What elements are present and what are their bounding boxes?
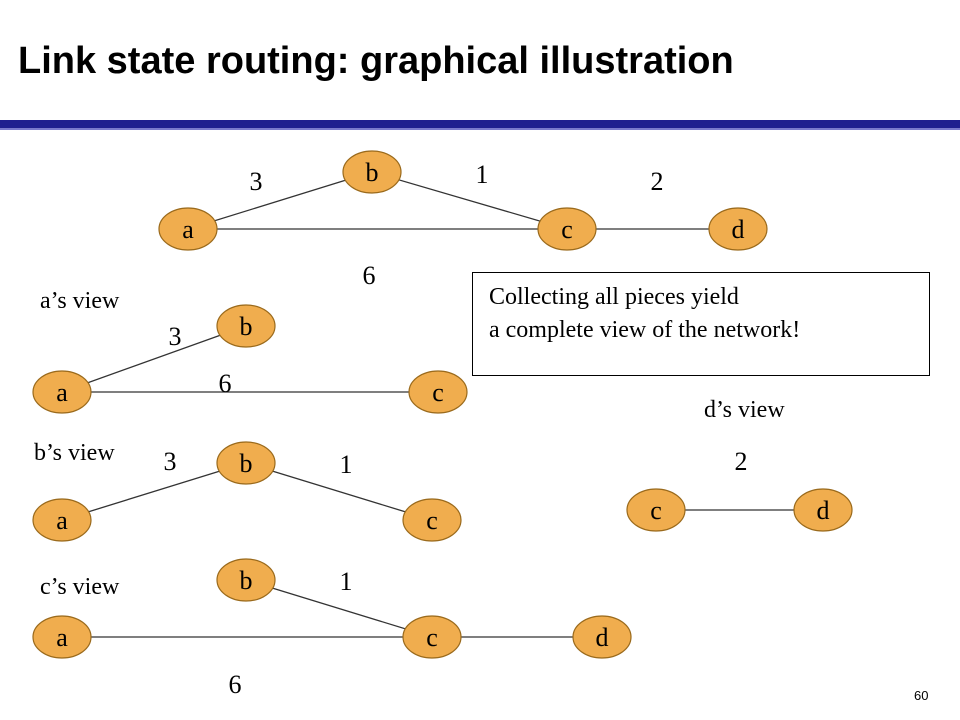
node-label: c [561,215,573,244]
edge-weight-a-c: 6 [229,670,242,699]
node-label: b [240,312,253,341]
edge-weight-a-b: 3 [169,322,182,351]
node-label: c [650,496,662,525]
b-view-graph: b’s view a b c 3 1 [32,440,462,542]
node-label: a [56,623,68,652]
d-view-graph: d’s view c d 2 [626,397,853,532]
node-c: c [537,207,597,251]
node-b: b [216,558,276,602]
node-a: a [32,370,92,414]
callout-line-2: a complete view of the network! [489,317,801,343]
node-b: b [216,441,276,485]
node-c: c [408,370,468,414]
header-rule-accent [0,128,960,130]
full-network-graph: a b c d 3 1 2 6 [158,150,768,290]
edge-a-b [61,462,247,521]
header-rule [0,120,960,128]
node-label: b [240,449,253,478]
edge-weight-c-d: 2 [651,167,664,196]
c-view-label: c’s view [40,574,120,600]
edge-a-b [61,325,247,393]
node-d: d [708,207,768,251]
node-label: d [732,215,745,244]
edge-weight-a-c: 6 [363,261,376,290]
node-label: c [432,378,444,407]
edge-weight-b-c: 1 [476,160,489,189]
node-c: c [626,488,686,532]
node-label: a [182,215,194,244]
node-label: c [426,506,438,535]
edge-b-c [245,462,433,521]
edge-weight-a-c: 6 [219,369,232,398]
b-view-label: b’s view [34,440,115,466]
node-b: b [342,150,402,194]
node-label: a [56,378,68,407]
node-label: d [817,496,830,525]
edge-b-c [245,579,433,638]
edge-a-b [187,171,373,230]
a-view-graph: a’s view a b c 3 6 [32,288,468,414]
edge-weight-a-b: 3 [250,167,263,196]
edge-weight-b-c: 1 [340,567,353,596]
d-view-label: d’s view [704,397,785,423]
edge-b-c [371,171,568,230]
node-d: d [793,488,853,532]
node-c: c [402,615,462,659]
a-view-label: a’s view [40,288,120,314]
node-b: b [216,304,276,348]
node-a: a [32,615,92,659]
node-label: c [426,623,438,652]
node-a: a [158,207,218,251]
node-c: c [402,498,462,542]
node-label: d [596,623,609,652]
page-title: Link state routing: graphical illustrati… [18,40,734,82]
edge-weight-a-b: 3 [164,447,177,476]
node-label: a [56,506,68,535]
page-number: 60 [914,688,929,703]
edge-weight-c-d: 2 [735,447,748,476]
node-label: b [240,566,253,595]
c-view-graph: c’s view a b c d 1 6 [32,558,632,699]
edge-weight-b-c: 1 [340,450,353,479]
node-label: b [366,158,379,187]
summary-callout: Collecting all pieces yield a complete v… [472,272,930,376]
callout-line-1: Collecting all pieces yield [489,284,739,310]
node-d: d [572,615,632,659]
node-a: a [32,498,92,542]
